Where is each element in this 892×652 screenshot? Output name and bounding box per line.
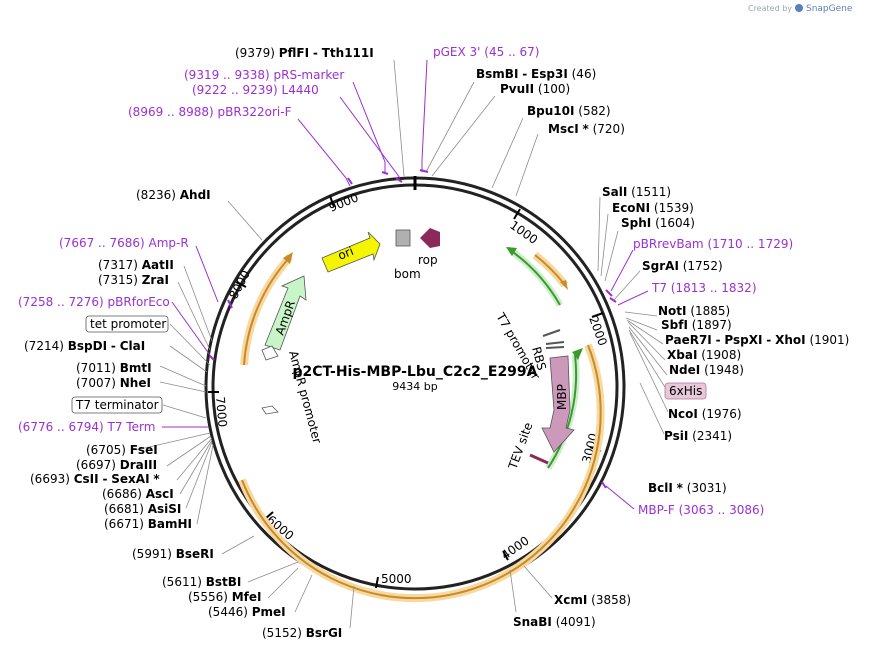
leader-lines bbox=[135, 59, 669, 629]
mbp-label: MBP bbox=[555, 384, 569, 410]
feature-pbrforeco: (7258 .. 7276) pBRforEco bbox=[18, 295, 170, 309]
site-ndei: NdeI (1948) bbox=[669, 363, 744, 377]
site-paer7i: PaeR7I - PspXI - XhoI (1901) bbox=[665, 333, 849, 347]
site-bseri: (5991) BseRI bbox=[132, 547, 214, 561]
site-xcmi: XcmI (3858) bbox=[554, 593, 631, 607]
feature-amp-r: (7667 .. 7686) Amp-R bbox=[59, 236, 189, 250]
ori-feature bbox=[321, 231, 381, 273]
six-his-box bbox=[664, 382, 707, 400]
site-sphi: SphI (1604) bbox=[621, 216, 695, 230]
feature-l4440: (9222 .. 9239) L4440 bbox=[192, 83, 319, 97]
site-bcli: BclI * (3031) bbox=[648, 481, 727, 495]
site-bsmbi: BsmBI - Esp3I (46) bbox=[476, 67, 596, 81]
plasmid-name: p2CT-His-MBP-Lbu_C2c2_E299A bbox=[292, 364, 537, 380]
tev-site-label: TEV site bbox=[505, 421, 535, 472]
site-psii: PsiI (2341) bbox=[664, 429, 732, 443]
site-xbai: XbaI (1908) bbox=[667, 348, 741, 362]
site-asci: (6686) AscI bbox=[102, 487, 174, 501]
bom-feature bbox=[395, 229, 411, 247]
brand-name: SnapGene bbox=[806, 4, 853, 14]
tick-1000: 1000 bbox=[507, 218, 540, 247]
site-bamhi: (6671) BamHI bbox=[104, 517, 192, 531]
site-econi: EcoNI (1539) bbox=[612, 201, 694, 215]
site-pvuii: PvuII (100) bbox=[500, 82, 570, 96]
site-labels: (9379) PflFI - Tth111I pGEX 3' (45 .. 67… bbox=[18, 45, 849, 640]
site-csii: (6693) CsII - SexAI * bbox=[30, 472, 160, 486]
site-pflfi: (9379) PflFI - Tth111I bbox=[235, 46, 374, 60]
site-draiii: (6697) DraIII bbox=[76, 458, 157, 472]
plasmid-size: 9434 bp bbox=[392, 380, 437, 393]
site-bpu10i: Bpu10I (582) bbox=[527, 104, 611, 118]
feature-t7: T7 (1813 .. 1832) bbox=[651, 281, 757, 295]
feature-pgex3: pGEX 3' (45 .. 67) bbox=[433, 45, 539, 59]
site-snabi: SnaBI (4091) bbox=[513, 615, 596, 629]
site-ahdi: (8236) AhdI bbox=[136, 188, 211, 202]
feature-markers bbox=[209, 169, 617, 489]
rbs-label: RBS bbox=[529, 345, 549, 372]
feature-mbp-f: MBP-F (3063 .. 3086) bbox=[638, 503, 764, 517]
tet-promoter-box bbox=[85, 315, 169, 333]
site-mfei: (5556) MfeI bbox=[188, 590, 262, 604]
snapgene-logo-icon bbox=[795, 4, 803, 12]
site-bstbi: (5611) BstBI bbox=[162, 575, 241, 589]
ampr-promoter-arrow bbox=[261, 345, 279, 361]
site-nhei: (7007) NheI bbox=[76, 376, 151, 390]
feature-t7-term: (6776 .. 6794) T7 Term bbox=[18, 420, 155, 434]
site-pmei: (5446) PmeI bbox=[208, 605, 286, 619]
site-sali: SalI (1511) bbox=[602, 185, 671, 199]
site-asisi: (6681) AsiSI bbox=[104, 502, 181, 516]
snapgene-brand: Created by SnapGene bbox=[748, 4, 853, 14]
feature-tet-promoter: tet promoter bbox=[90, 317, 166, 331]
site-bspdi: (7214) BspDI - ClaI bbox=[24, 339, 145, 353]
mbp-feature bbox=[541, 355, 575, 453]
bom-label: bom bbox=[394, 267, 421, 281]
ampr-feature bbox=[264, 275, 307, 351]
site-sbfi: SbfI (1897) bbox=[661, 318, 732, 332]
site-msci: MscI * (720) bbox=[548, 122, 625, 136]
feature-prs-marker: (9319 .. 9338) pRS-marker bbox=[184, 68, 344, 82]
site-ncoi: NcoI (1976) bbox=[668, 407, 742, 421]
rop-label: rop bbox=[418, 253, 438, 267]
site-aatii: (7317) AatII bbox=[98, 258, 174, 272]
site-fsei: (6705) FseI bbox=[86, 443, 158, 457]
site-noti: NotI (1885) bbox=[658, 304, 730, 318]
feature-pbr322ori-f: (8969 .. 8988) pBR322ori-F bbox=[128, 105, 292, 119]
feature-pbrrevbam: pBRrevBam (1710 .. 1729) bbox=[633, 237, 793, 251]
site-bsrgi: (5152) BsrGI bbox=[262, 626, 342, 640]
site-bmti: (7011) BmtI bbox=[76, 361, 152, 375]
tick-5000: 5000 bbox=[381, 572, 412, 586]
site-sgrai: SgrAI (1752) bbox=[642, 259, 723, 273]
t7-terminator-box bbox=[71, 396, 163, 414]
feature-t7-terminator: T7 terminator bbox=[75, 398, 159, 412]
features: ori AmpR bom rop MBP T7 promoter RBS TEV… bbox=[238, 228, 605, 603]
tick-8000: 8000 bbox=[226, 268, 253, 302]
feature-6xhis: 6xHis bbox=[669, 384, 702, 398]
tick-7000: 7000 bbox=[213, 396, 230, 428]
rop-feature bbox=[420, 228, 440, 248]
ori-label: ori bbox=[336, 244, 356, 263]
site-zrai: (7315) ZraI bbox=[98, 273, 169, 287]
brand-prefix: Created by bbox=[748, 4, 792, 13]
